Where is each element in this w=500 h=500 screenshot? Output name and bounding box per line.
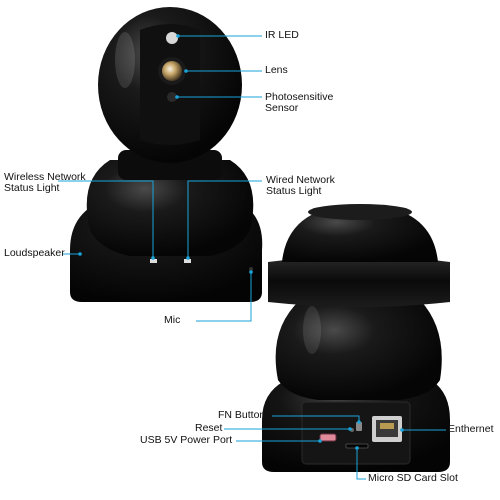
leader-sd (356, 448, 366, 480)
label-micro-sd-card-slot: Micro SD Card Slot (368, 472, 458, 484)
label-reset: Reset (195, 422, 223, 434)
front-camera-body (86, 160, 254, 256)
photosensitive-sensor-icon (167, 92, 177, 102)
label-mic: Mic (164, 314, 181, 326)
wired-status-light-icon (184, 259, 191, 263)
back-camera-dome (282, 205, 438, 262)
leader-wireless (58, 180, 154, 258)
label-wireless-line1: Wireless Network (4, 171, 86, 183)
label-wireless-network-status-light: Wireless Network Status Light (4, 172, 86, 194)
fn-button-icon (356, 422, 362, 431)
ir-led-icon (166, 32, 178, 44)
label-wired-line2: Status Light (266, 185, 322, 197)
ethernet-pins (380, 423, 394, 429)
label-lens: Lens (265, 64, 288, 76)
label-photosensitive-sensor: Photosensitive Sensor (265, 92, 333, 114)
back-dome-rim (308, 204, 412, 220)
leader-lines (58, 35, 446, 480)
label-loudspeaker: Loudspeaker (4, 247, 65, 259)
label-photosensitive-line2: Sensor (265, 102, 299, 114)
label-wired-network-status-light: Wired Network Status Light (266, 175, 335, 197)
back-highlight (303, 306, 321, 354)
leader-wired (187, 180, 262, 258)
label-wireless-line2: Status Light (4, 182, 60, 194)
label-usb-power-port: USB 5V Power Port (140, 434, 233, 446)
wireless-status-light-icon (150, 259, 157, 263)
front-camera (70, 7, 263, 302)
back-camera-band (268, 256, 450, 307)
usb-port-icon (319, 433, 337, 442)
front-highlight (115, 32, 135, 88)
leader-fn (272, 415, 360, 422)
label-fn-button: FN Button (218, 409, 266, 421)
label-photosensitive-line1: Photosensitive (265, 91, 334, 103)
label-wired-line1: Wired Network (266, 174, 335, 186)
back-camera-body (275, 300, 442, 400)
lens-glass-icon (162, 61, 182, 81)
mic-hole-icon (249, 267, 253, 271)
label-ethernet: Enthernet (448, 423, 494, 435)
leader-dots (78, 34, 404, 450)
label-ir-led: IR LED (265, 29, 299, 41)
leader-mic (196, 272, 252, 322)
back-camera (262, 204, 450, 472)
